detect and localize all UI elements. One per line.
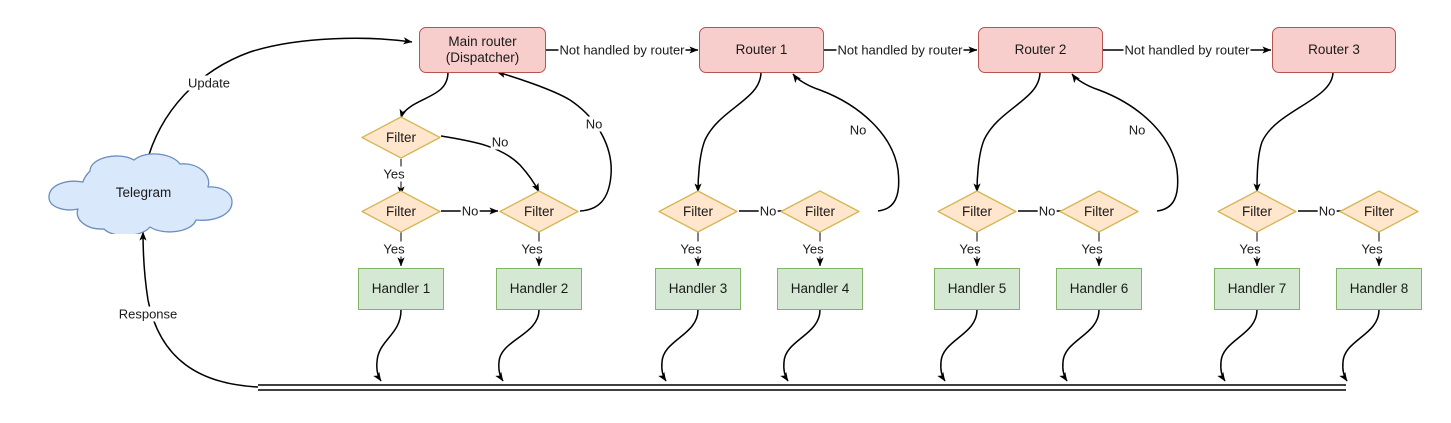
handler-5-node[interactable]: Handler 5: [934, 268, 1020, 310]
filter-4-label: Filter: [805, 203, 835, 219]
edge-label-filter-6-yes: Yes: [1080, 241, 1104, 257]
cloud-icon: [48, 153, 233, 234]
edge-label-filter-6-no-return: No: [1127, 122, 1147, 138]
handler-7-label: Handler 7: [1227, 281, 1287, 297]
diamond-icon: [361, 190, 441, 233]
router-2-label: Router 2: [1014, 42, 1067, 58]
filter-a-label: Filter: [386, 129, 416, 145]
response-bus: [258, 384, 1346, 391]
router-3-label: Router 3: [1308, 42, 1360, 58]
edge-handler-4-to-bus: [780, 309, 821, 382]
handler-6-label: Handler 6: [1069, 281, 1129, 297]
filter-8-node[interactable]: Filter: [1339, 190, 1419, 233]
filter-2-label: Filter: [524, 203, 554, 219]
edge-handler-1-to-bus: [373, 309, 402, 382]
diamond-icon: [499, 190, 579, 233]
filter-6-node[interactable]: Filter: [1059, 190, 1139, 233]
edge-handler-8-to-bus: [1339, 309, 1380, 382]
edge-label-filter-7-yes: Yes: [1238, 241, 1262, 257]
edge-label-filter-2-yes: Yes: [520, 241, 544, 257]
diamond-icon: [780, 190, 860, 233]
filter-7-node[interactable]: Filter: [1217, 190, 1297, 233]
diamond-icon: [1339, 190, 1419, 233]
handler-8-node[interactable]: Handler 8: [1336, 268, 1422, 310]
edge-filter-2-no: [496, 70, 612, 212]
filter-8-label: Filter: [1364, 203, 1394, 219]
edge-label-not-handled-3: Not handled by router: [1123, 42, 1251, 58]
edge-handler-3-to-bus: [658, 309, 699, 382]
edge-handler-5-to-bus: [937, 309, 978, 382]
router-3-node[interactable]: Router 3: [1272, 27, 1396, 73]
filter-6-label: Filter: [1084, 203, 1114, 219]
edge-label-filter-4-no-return: No: [848, 122, 868, 138]
edge-filter-a-no: [440, 135, 540, 193]
filter-7-label: Filter: [1242, 203, 1272, 219]
handler-5-label: Handler 5: [947, 281, 1007, 297]
edge-router2-to-filter-5: [973, 71, 1041, 193]
filter-1-label: Filter: [386, 203, 416, 219]
handler-7-node[interactable]: Handler 7: [1214, 268, 1300, 310]
edge-filter-4-no: [792, 73, 900, 212]
edge-label-filter-3-yes: Yes: [679, 241, 703, 257]
diamond-icon: [937, 190, 1017, 233]
filter-5-label: Filter: [962, 203, 992, 219]
edge-handler-7-to-bus: [1217, 309, 1258, 382]
telegram-cloud-node[interactable]: Telegram: [46, 152, 241, 234]
edge-handler-6-to-bus: [1059, 309, 1100, 382]
main-router-label-line2: (Dispatcher): [445, 50, 520, 65]
filter-5-node[interactable]: Filter: [937, 190, 1017, 233]
main-router-label-line1: Main router: [448, 34, 517, 50]
edge-label-filter-8-yes: Yes: [1360, 241, 1384, 257]
diamond-icon: [1059, 190, 1139, 233]
edge-label-filter-4-yes: Yes: [801, 241, 825, 257]
handler-3-label: Handler 3: [668, 281, 728, 297]
diamond-icon: [658, 190, 738, 233]
filter-a-node[interactable]: Filter: [361, 116, 441, 159]
edge-label-response: Response: [117, 306, 179, 322]
edge-label-filter-1-no: No: [460, 203, 480, 219]
edge-update: [145, 37, 413, 166]
edge-label-not-handled-1: Not handled by router: [558, 42, 686, 58]
edge-label-filter-5-no: No: [1037, 203, 1057, 219]
filter-2-node[interactable]: Filter: [499, 190, 579, 233]
handler-4-node[interactable]: Handler 4: [777, 268, 863, 310]
edge-label-update: Update: [187, 75, 231, 91]
edge-filter-6-no: [1071, 73, 1179, 212]
filter-3-node[interactable]: Filter: [658, 190, 738, 233]
handler-2-node[interactable]: Handler 2: [496, 268, 582, 310]
edge-mainrouter-to-filter-a: [399, 71, 449, 119]
diamond-icon: [361, 116, 441, 159]
router-2-node[interactable]: Router 2: [978, 27, 1103, 73]
edge-router3-to-filter-7: [1253, 71, 1334, 193]
filter-4-node[interactable]: Filter: [780, 190, 860, 233]
handler-1-label: Handler 1: [371, 281, 431, 297]
handler-2-label: Handler 2: [509, 281, 569, 297]
telegram-label: Telegram: [115, 185, 172, 201]
handler-6-node[interactable]: Handler 6: [1056, 268, 1142, 310]
filter-1-node[interactable]: Filter: [361, 190, 441, 233]
edge-label-filter-2-no-return: No: [584, 116, 604, 132]
handler-8-label: Handler 8: [1349, 281, 1409, 297]
handler-1-node[interactable]: Handler 1: [358, 268, 444, 310]
edge-handler-2-to-bus: [495, 309, 540, 382]
edge-label-filter-a-no: No: [490, 134, 510, 150]
diamond-icon: [1217, 190, 1297, 233]
edge-router1-to-filter-3: [694, 71, 762, 193]
edge-label-filter-a-yes: Yes: [382, 166, 406, 182]
edge-label-filter-5-yes: Yes: [958, 241, 982, 257]
handler-3-node[interactable]: Handler 3: [655, 268, 741, 310]
main-router-node[interactable]: Main router (Dispatcher): [419, 27, 546, 73]
edge-label-filter-3-no: No: [758, 203, 778, 219]
edge-label-not-handled-2: Not handled by router: [836, 42, 964, 58]
handler-4-label: Handler 4: [790, 281, 850, 297]
edge-label-filter-7-no: No: [1317, 203, 1337, 219]
filter-3-label: Filter: [683, 203, 713, 219]
edge-label-filter-1-yes: Yes: [382, 241, 406, 257]
router-1-node[interactable]: Router 1: [699, 27, 824, 73]
router-1-label: Router 1: [735, 42, 788, 58]
